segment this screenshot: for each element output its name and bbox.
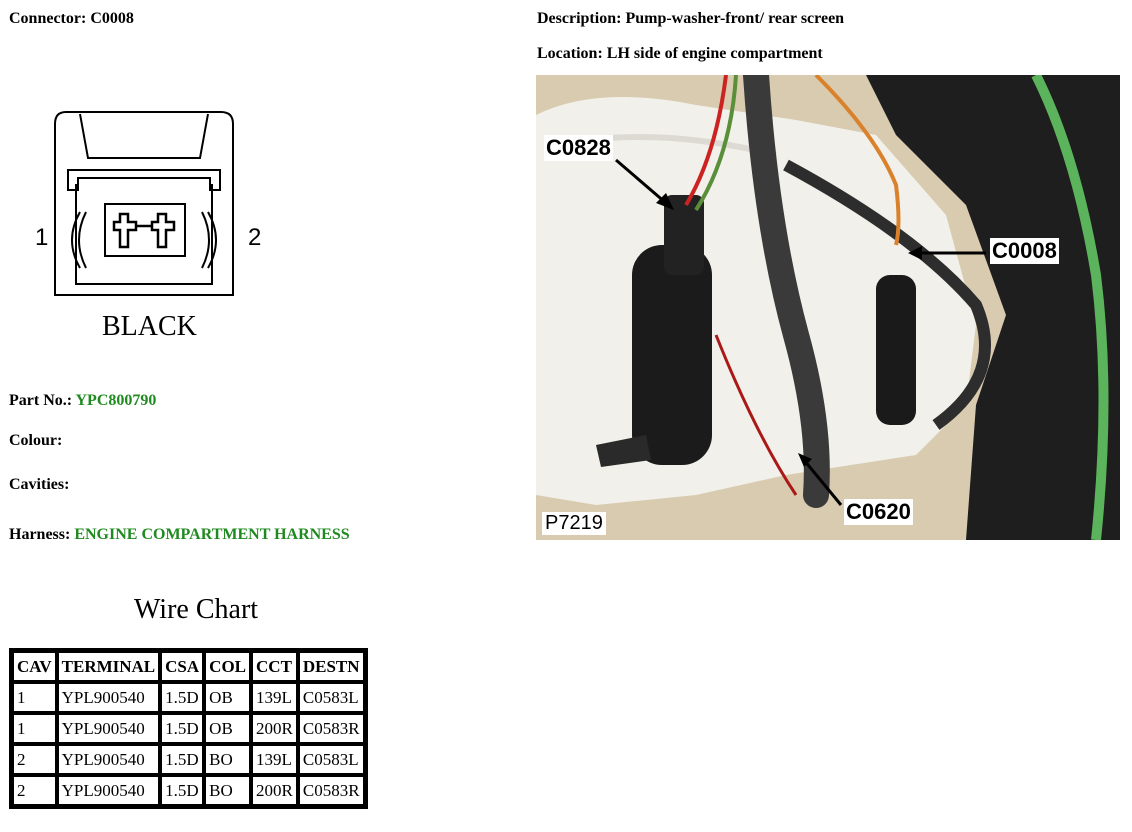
- colour-label: Colour:: [9, 432, 63, 449]
- cell-col: OB: [204, 713, 252, 744]
- callout-c0828: C0828: [544, 135, 613, 161]
- cell-cct: 200R: [251, 713, 298, 744]
- connector-label: Connector:: [9, 10, 87, 27]
- table-row: 1 YPL900540 1.5D OB 200R C0583R: [12, 713, 365, 744]
- harness-label: Harness:: [9, 526, 71, 543]
- cell-terminal: YPL900540: [56, 744, 161, 775]
- part-no-line: Part No.: YPC800790: [9, 392, 156, 410]
- callout-c0620: C0620: [844, 499, 913, 525]
- connector-color-label: BLACK: [102, 311, 197, 342]
- part-no-label: Part No.:: [9, 392, 73, 409]
- table-row: 1 YPL900540 1.5D OB 139L C0583L: [12, 682, 365, 713]
- table-row: 2 YPL900540 1.5D BO 200R C0583R: [12, 775, 365, 806]
- cell-cct: 200R: [251, 775, 298, 806]
- cavity-1-label: 1: [35, 224, 48, 251]
- cell-col: OB: [204, 682, 252, 713]
- connector-value: C0008: [90, 10, 134, 27]
- description-line: Description: Pump-washer-front/ rear scr…: [537, 10, 844, 28]
- wire-chart-table: CAV TERMINAL CSA COL CCT DESTN 1 YPL9005…: [9, 648, 368, 809]
- connector-diagram: 1 2 BLACK: [35, 111, 261, 342]
- cavities-label: Cavities:: [9, 476, 70, 493]
- harness-line: Harness: ENGINE COMPARTMENT HARNESS: [9, 526, 350, 544]
- cell-cav: 2: [12, 744, 57, 775]
- wire-chart-title: Wire Chart: [134, 594, 259, 625]
- cell-col: BO: [204, 744, 252, 775]
- cell-terminal: YPL900540: [56, 775, 161, 806]
- harness-value: ENGINE COMPARTMENT HARNESS: [74, 526, 350, 543]
- component-photo: C0828 C0008 C0620 P7219: [536, 75, 1120, 540]
- cell-destn: C0583L: [297, 744, 365, 775]
- cell-destn: C0583R: [297, 775, 365, 806]
- header-destn: DESTN: [297, 651, 365, 682]
- connector-line: Connector: C0008: [9, 10, 134, 28]
- cavities-line: Cavities:: [9, 476, 69, 494]
- cell-cav: 2: [12, 775, 57, 806]
- table-row: 2 YPL900540 1.5D BO 139L C0583L: [12, 744, 365, 775]
- cell-csa: 1.5D: [160, 713, 205, 744]
- header-cct: CCT: [251, 651, 298, 682]
- cell-csa: 1.5D: [160, 775, 205, 806]
- cell-destn: C0583L: [297, 682, 365, 713]
- cell-cct: 139L: [251, 682, 298, 713]
- cell-col: BO: [204, 775, 252, 806]
- cell-terminal: YPL900540: [56, 713, 161, 744]
- cell-cav: 1: [12, 713, 57, 744]
- cavity-2-label: 2: [248, 224, 261, 251]
- photo-illustration: [536, 75, 1120, 540]
- colour-line: Colour:: [9, 432, 62, 450]
- location-label: Location:: [537, 45, 603, 62]
- header-col: COL: [204, 651, 252, 682]
- table-header-row: CAV TERMINAL CSA COL CCT DESTN: [12, 651, 365, 682]
- part-no-value: YPC800790: [75, 392, 157, 409]
- cell-terminal: YPL900540: [56, 682, 161, 713]
- cell-destn: C0583R: [297, 713, 365, 744]
- header-csa: CSA: [160, 651, 205, 682]
- cell-cav: 1: [12, 682, 57, 713]
- photo-ref-label: P7219: [542, 512, 606, 535]
- header-terminal: TERMINAL: [56, 651, 161, 682]
- description-label: Description:: [537, 10, 622, 27]
- header-cav: CAV: [12, 651, 57, 682]
- description-value: Pump-washer-front/ rear screen: [625, 10, 845, 27]
- callout-c0008: C0008: [990, 238, 1059, 264]
- location-value: LH side of engine compartment: [606, 45, 823, 62]
- cell-csa: 1.5D: [160, 682, 205, 713]
- location-line: Location: LH side of engine compartment: [537, 45, 823, 63]
- cell-cct: 139L: [251, 744, 298, 775]
- cell-csa: 1.5D: [160, 744, 205, 775]
